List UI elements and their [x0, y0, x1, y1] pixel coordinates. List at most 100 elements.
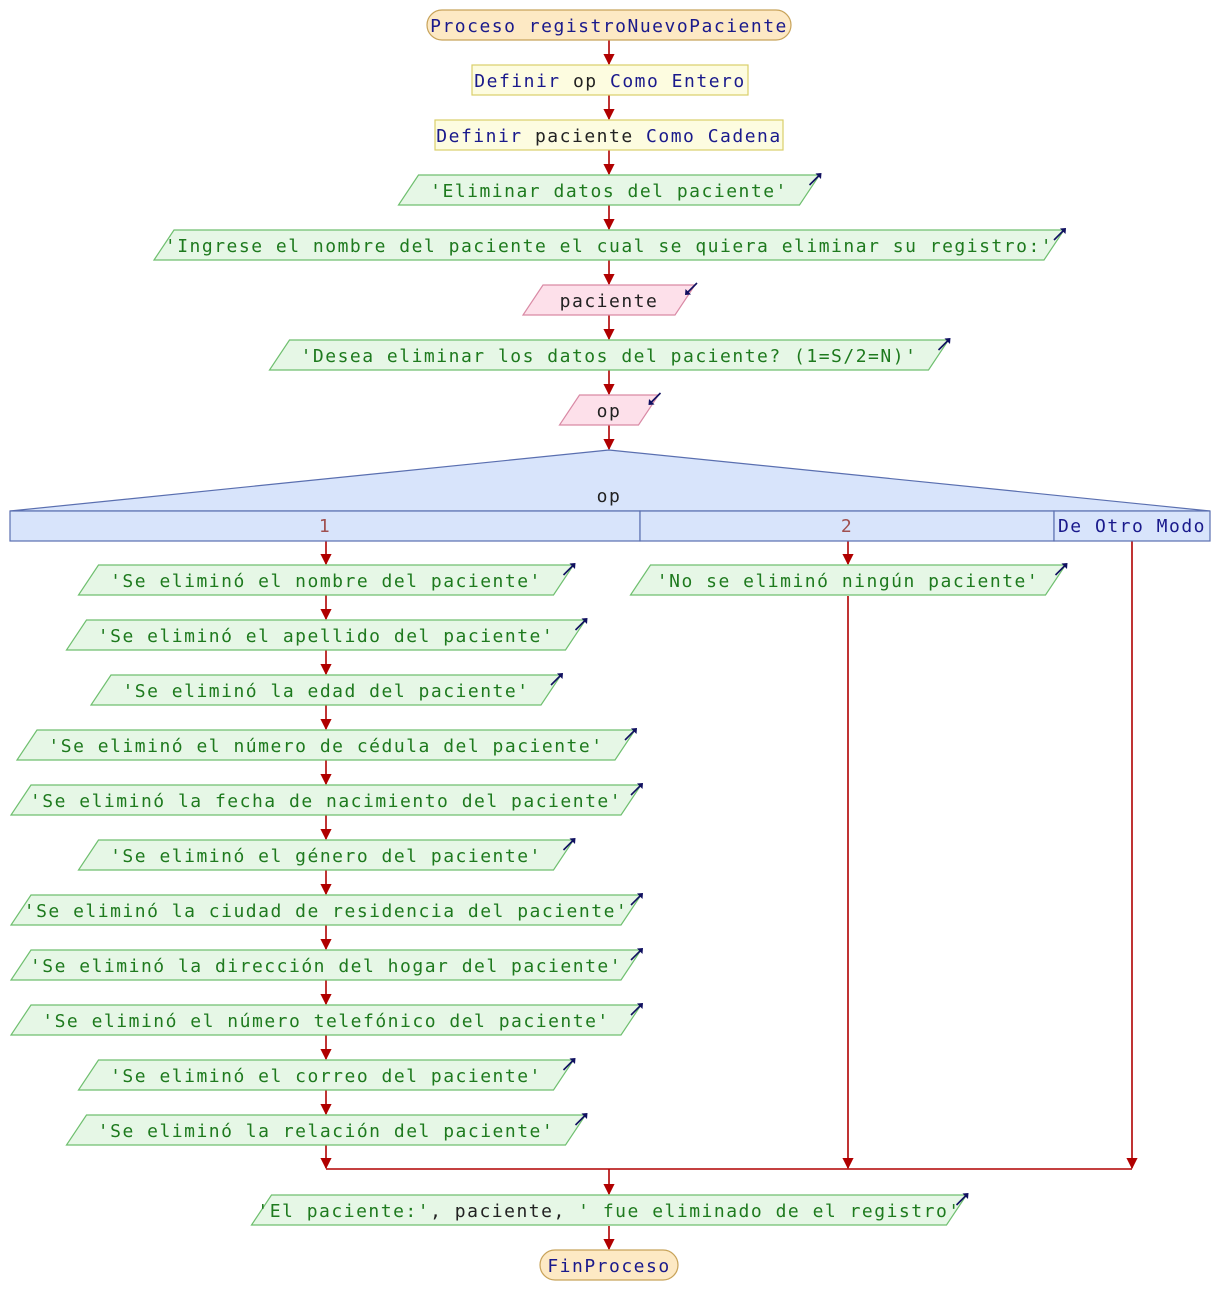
output-ingrese-nombre: 'Ingrese el nombre del paciente el cual …	[152, 228, 1066, 261]
output-case2-no-eliminado-output-arrow-icon	[1054, 563, 1068, 576]
output-case1-9-shape	[9, 1004, 643, 1036]
define-paciente-keyword: Definir	[436, 126, 522, 147]
output-confirmar-output-arrow-icon	[937, 338, 951, 351]
switch-case1-cell	[9, 510, 641, 542]
output-case2-no-eliminado-text: 'No se eliminó ningún paciente'	[657, 571, 1039, 592]
define-paciente-shape	[434, 119, 784, 151]
output-case1-2-output-arrow-icon	[574, 618, 588, 631]
input-paciente-text: paciente	[560, 291, 659, 312]
switch-case2-label: 2	[841, 516, 853, 537]
flow-connectors	[320, 40, 1138, 1251]
output-ingrese-nombre-shape	[152, 229, 1066, 261]
output-case1-6-output-arrow-icon	[562, 838, 576, 851]
output-case1-1: 'Se eliminó el nombre del paciente'	[77, 563, 576, 596]
output-case1-11-text: 'Se eliminó la relación del paciente'	[98, 1121, 554, 1142]
output-case1-9-output-arrow-icon	[630, 1003, 643, 1016]
input-paciente-input-arrow-icon	[685, 282, 698, 295]
output-case1-4-output-arrow-icon	[624, 728, 637, 741]
output-case1-7-text: 'Se eliminó la ciudad de residencia del …	[24, 901, 629, 922]
define-op-block: Definir op Como Entero	[471, 64, 749, 96]
output-case1-7-shape	[9, 894, 643, 926]
output-case1-4-text: 'Se eliminó el número de cédula del paci…	[48, 736, 603, 757]
final-message-sep2: ,	[553, 1201, 578, 1222]
end-terminal-shape	[539, 1249, 679, 1281]
output-ingrese-nombre-text: 'Ingrese el nombre del paciente el cual …	[165, 236, 1053, 257]
output-case1-8-output-arrow-icon	[630, 948, 643, 961]
output-case1-6-text: 'Se eliminó el género del paciente'	[110, 846, 542, 867]
output-case1-5-output-arrow-icon	[630, 783, 643, 796]
switch-default-cell	[1053, 510, 1211, 542]
output-eliminar-datos-output-arrow-icon	[808, 173, 822, 186]
define-paciente-type: Como Cadena	[646, 126, 782, 147]
output-case1-2-shape	[65, 619, 587, 651]
define-op-shape	[471, 64, 749, 96]
output-case1-3-text: 'Se eliminó la edad del paciente'	[122, 681, 529, 702]
output-case1-3: 'Se eliminó la edad del paciente'	[89, 673, 563, 706]
start-terminal: Proceso registroNuevoPaciente	[426, 9, 792, 41]
start-terminal-label: Proceso registroNuevoPaciente	[430, 16, 788, 37]
output-case1-8-shape	[9, 949, 643, 981]
output-case2-no-eliminado-shape	[629, 564, 1067, 596]
define-paciente-text: Definir paciente Como Cadena	[436, 126, 781, 147]
output-case1-1-shape	[77, 564, 575, 596]
output-case1-11: 'Se eliminó la relación del paciente'	[65, 1113, 588, 1146]
define-op-variable: op	[573, 71, 598, 92]
output-case1-11-shape	[65, 1114, 587, 1146]
output-confirmar-shape	[268, 339, 950, 371]
define-paciente-block: Definir paciente Como Cadena	[434, 119, 784, 151]
output-case1-11-output-arrow-icon	[574, 1113, 588, 1126]
end-terminal: FinProceso	[539, 1249, 679, 1281]
final-message-sep1: ,	[430, 1201, 455, 1222]
output-case1-5: 'Se eliminó la fecha de nacimiento del p…	[9, 783, 643, 816]
output-case1-7-output-arrow-icon	[630, 893, 643, 906]
final-message-part1: 'El paciente:'	[257, 1201, 430, 1222]
output-case1-2: 'Se eliminó el apellido del paciente'	[65, 618, 588, 651]
output-case1-8-text: 'Se eliminó la dirección del hogar del p…	[30, 956, 622, 977]
define-paciente-variable: paciente	[535, 126, 634, 147]
io-shapes: 'Eliminar datos del paciente' 'Ingrese el…	[9, 173, 1068, 1226]
output-final-message-text: 'El paciente:', paciente, ' fue eliminad…	[257, 1201, 960, 1222]
output-case1-9-text: 'Se eliminó el número telefónico del pac…	[42, 1011, 610, 1032]
final-message-part2: ' fue eliminado de el registro'	[578, 1201, 960, 1222]
switch-variable-label: op	[597, 486, 622, 507]
output-case1-10: 'Se eliminó el correo del paciente'	[77, 1058, 576, 1091]
input-paciente: paciente	[521, 282, 698, 316]
output-case1-4: 'Se eliminó el número de cédula del paci…	[15, 728, 637, 761]
input-op: op	[558, 392, 662, 426]
define-op-keyword: Definir	[474, 71, 560, 92]
final-message-var: paciente	[455, 1201, 554, 1222]
output-case1-10-text: 'Se eliminó el correo del paciente'	[110, 1066, 542, 1087]
output-final-message-shape	[250, 1194, 968, 1226]
switch-default-label: De Otro Modo	[1058, 516, 1206, 537]
output-case1-7: 'Se eliminó la ciudad de residencia del …	[9, 893, 643, 926]
output-case1-5-shape	[9, 784, 643, 816]
define-op-type: Como Entero	[610, 71, 746, 92]
input-op-text: op	[597, 401, 622, 422]
switch-block: op 1 2 De Otro Modo	[9, 449, 1211, 542]
output-case1-6: 'Se eliminó el género del paciente'	[77, 838, 576, 871]
output-case1-8: 'Se eliminó la dirección del hogar del p…	[9, 948, 643, 981]
define-op-text: Definir op Como Entero	[474, 71, 745, 92]
output-case1-2-text: 'Se eliminó el apellido del paciente'	[98, 626, 554, 647]
output-case2-no-eliminado: 'No se eliminó ningún paciente'	[629, 563, 1068, 596]
output-case1-1-text: 'Se eliminó el nombre del paciente'	[110, 571, 542, 592]
output-ingrese-nombre-output-arrow-icon	[1053, 228, 1066, 241]
output-case1-5-text: 'Se eliminó la fecha de nacimiento del p…	[30, 791, 622, 812]
output-confirmar: 'Desea eliminar los datos del paciente? …	[268, 338, 951, 371]
output-confirmar-text: 'Desea eliminar los datos del paciente? …	[301, 346, 918, 367]
output-eliminar-datos-text: 'Eliminar datos del paciente'	[430, 181, 788, 202]
end-terminal-label: FinProceso	[547, 1256, 670, 1277]
switch-case2-cell	[639, 510, 1055, 542]
start-terminal-shape	[426, 9, 792, 41]
output-case1-10-shape	[77, 1059, 575, 1091]
output-case1-3-shape	[89, 674, 563, 706]
output-case1-10-output-arrow-icon	[562, 1058, 576, 1071]
output-case1-3-output-arrow-icon	[550, 673, 563, 686]
output-case1-4-shape	[15, 729, 637, 761]
output-case1-9: 'Se eliminó el número telefónico del pac…	[9, 1003, 643, 1036]
output-eliminar-datos-shape	[397, 174, 821, 206]
output-case1-1-output-arrow-icon	[562, 563, 576, 576]
output-case1-6-shape	[77, 839, 575, 871]
